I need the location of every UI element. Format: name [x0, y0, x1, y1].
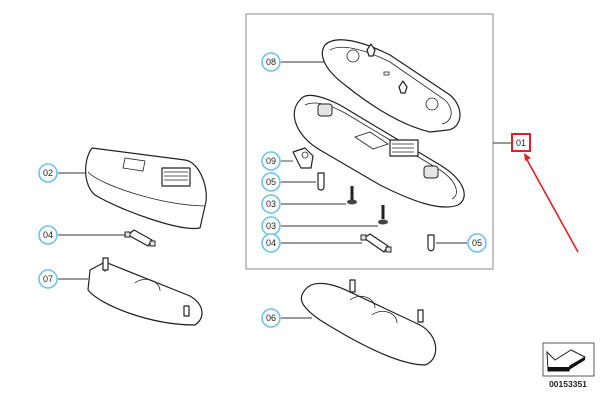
- highlight-arrow: [524, 153, 579, 253]
- part-02-housing: [85, 147, 207, 230]
- svg-text:02: 02: [43, 168, 53, 178]
- part-07-lens: [87, 257, 203, 326]
- part-03-screw-a: [347, 186, 357, 205]
- svg-text:08: 08: [266, 57, 276, 67]
- callout-01-assembly[interactable]: 01: [511, 133, 531, 152]
- svg-text:07: 07: [43, 274, 53, 284]
- svg-text:03: 03: [266, 199, 276, 209]
- part-05-spring-a: [317, 172, 325, 191]
- callout-04[interactable]: 04: [261, 233, 281, 253]
- callout-03[interactable]: 03: [261, 216, 281, 236]
- callout-03[interactable]: 03: [261, 194, 281, 214]
- part-06-lens: [300, 279, 437, 366]
- svg-text:01: 01: [516, 138, 526, 148]
- part-03-screw-b: [378, 205, 388, 225]
- svg-text:04: 04: [266, 238, 276, 248]
- callout-08[interactable]: 08: [261, 52, 281, 72]
- svg-text:05: 05: [472, 238, 482, 248]
- svg-text:09: 09: [266, 156, 276, 166]
- callout-05[interactable]: 05: [261, 172, 281, 192]
- part-08-lens: [321, 39, 461, 133]
- part-09-clip: [292, 147, 314, 169]
- callout-07[interactable]: 07: [38, 269, 58, 289]
- callout-06[interactable]: 06: [261, 308, 281, 328]
- callout-02[interactable]: 02: [38, 163, 58, 183]
- part-05-spring-b: [427, 234, 435, 252]
- part-04-bulb-a: [360, 233, 392, 253]
- callout-09[interactable]: 09: [261, 151, 281, 171]
- svg-text:05: 05: [266, 177, 276, 187]
- assembly-frame: [245, 13, 494, 270]
- callout-04[interactable]: 04: [38, 225, 58, 245]
- svg-text:04: 04: [43, 230, 53, 240]
- part-04-bulb-b: [124, 229, 156, 247]
- leader-lines: [58, 61, 467, 319]
- diagram-code: 00153351: [549, 379, 587, 389]
- callout-05[interactable]: 05: [467, 233, 487, 253]
- part-housing: [293, 94, 465, 208]
- svg-text:06: 06: [266, 313, 276, 323]
- orientation-arrow-icon: [542, 342, 595, 377]
- svg-text:03: 03: [266, 221, 276, 231]
